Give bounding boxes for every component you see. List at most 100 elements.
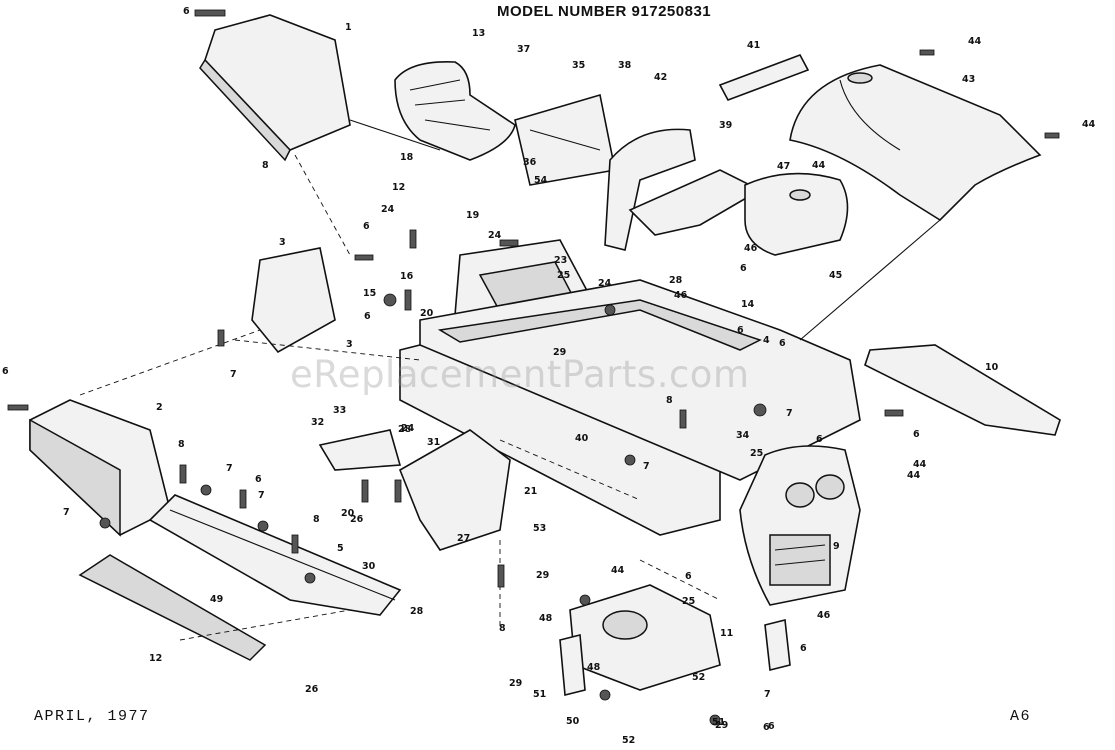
callout-24: 24 xyxy=(401,423,415,434)
callout-29: 29 xyxy=(536,570,549,581)
callout-6: 6 xyxy=(2,366,9,377)
callout-45: 45 xyxy=(829,270,842,281)
part-hood xyxy=(789,64,1042,222)
hardware-bolts xyxy=(7,9,1060,726)
callout-52: 52 xyxy=(622,735,635,746)
callout-6: 6 xyxy=(255,474,262,485)
part-fuel-tank xyxy=(744,172,849,256)
callout-6: 6 xyxy=(363,221,370,232)
callout-28: 28 xyxy=(669,275,683,286)
callout-49: 49 xyxy=(210,594,223,605)
callout-8: 8 xyxy=(313,514,320,525)
callout-10: 10 xyxy=(985,362,999,373)
callout-48: 48 xyxy=(587,662,601,673)
part-plate-10 xyxy=(864,344,1061,436)
callout-50: 50 xyxy=(566,716,580,727)
part-fender-upper-left xyxy=(199,14,351,162)
callout-5: 5 xyxy=(337,543,344,554)
part-bracket-35 xyxy=(514,93,616,186)
part-side-panel-3 xyxy=(251,247,336,354)
part-steering-support xyxy=(559,584,791,697)
callout-6: 6 xyxy=(816,434,823,445)
callout-7: 7 xyxy=(258,490,265,501)
callout-8: 8 xyxy=(666,395,673,406)
part-footrest xyxy=(148,494,402,616)
callout-44: 44 xyxy=(812,160,826,171)
callout-15: 15 xyxy=(363,288,376,299)
callout-33: 33 xyxy=(333,405,346,416)
callout-41: 41 xyxy=(747,40,760,51)
callout-6: 6 xyxy=(800,643,807,654)
callout-29: 29 xyxy=(553,347,566,358)
part-seat xyxy=(394,61,516,161)
callout-35: 35 xyxy=(572,60,585,71)
callout-44: 44 xyxy=(913,459,927,470)
part-main-frame xyxy=(399,279,861,536)
callout-36: 36 xyxy=(523,157,537,168)
callout-7: 7 xyxy=(226,463,233,474)
callout-19: 19 xyxy=(466,210,479,221)
callout-6: 6 xyxy=(737,325,744,336)
callout-44: 44 xyxy=(907,470,921,481)
callout-14: 14 xyxy=(741,299,755,310)
callout-51: 51 xyxy=(712,717,725,728)
part-dash-panel xyxy=(604,128,762,251)
callout-44: 44 xyxy=(968,36,982,47)
callout-6: 6 xyxy=(183,6,190,17)
callout-51: 51 xyxy=(533,689,546,700)
page-code: A6 xyxy=(1010,708,1032,725)
part-grille xyxy=(739,445,861,606)
callout-47: 47 xyxy=(777,161,790,172)
part-bracket-20 xyxy=(398,429,511,551)
callout-3: 3 xyxy=(346,339,353,350)
callout-44: 44 xyxy=(1082,119,1096,130)
callout-26: 26 xyxy=(305,684,319,695)
callout-20: 20 xyxy=(420,308,434,319)
callout-6: 6 xyxy=(779,338,786,349)
callout-18: 18 xyxy=(400,152,414,163)
callout-54: 54 xyxy=(534,175,548,186)
callout-7: 7 xyxy=(786,408,793,419)
callout-43: 43 xyxy=(962,74,975,85)
callout-39: 39 xyxy=(719,120,732,131)
callout-7: 7 xyxy=(63,507,70,518)
callout-28: 28 xyxy=(398,424,412,435)
callout-23: 23 xyxy=(554,255,567,266)
callout-34: 34 xyxy=(736,430,750,441)
callout-6: 6 xyxy=(740,263,747,274)
callout-12: 12 xyxy=(392,182,405,193)
callout-8: 8 xyxy=(178,439,185,450)
callout-6: 6 xyxy=(913,429,920,440)
callout-31: 31 xyxy=(427,437,440,448)
callout-3: 3 xyxy=(279,237,286,248)
callout-21: 21 xyxy=(524,486,537,497)
callout-52: 52 xyxy=(692,672,705,683)
callout-25: 25 xyxy=(750,448,763,459)
callout-25: 25 xyxy=(682,596,695,607)
callout-11: 11 xyxy=(720,628,733,639)
callout-28: 28 xyxy=(410,606,424,617)
part-bracket-32 xyxy=(318,429,402,471)
callout-6: 6 xyxy=(763,722,770,733)
callout-29: 29 xyxy=(509,678,522,689)
callout-7: 7 xyxy=(643,461,650,472)
callout-40: 40 xyxy=(575,433,589,444)
callout-37: 37 xyxy=(517,44,530,55)
callout-30: 30 xyxy=(362,561,376,572)
callout-26: 26 xyxy=(350,514,364,525)
callout-1: 1 xyxy=(345,22,352,33)
callout-53: 53 xyxy=(533,523,546,534)
callout-2: 2 xyxy=(156,402,163,413)
callout-6: 6 xyxy=(768,721,775,732)
callout-13: 13 xyxy=(472,28,485,39)
callout-27: 27 xyxy=(457,533,470,544)
callout-25: 25 xyxy=(557,270,570,281)
callout-24: 24 xyxy=(381,204,395,215)
callout-46: 46 xyxy=(674,290,688,301)
callout-42: 42 xyxy=(654,72,667,83)
callout-8: 8 xyxy=(499,623,506,634)
part-mat xyxy=(78,554,267,661)
